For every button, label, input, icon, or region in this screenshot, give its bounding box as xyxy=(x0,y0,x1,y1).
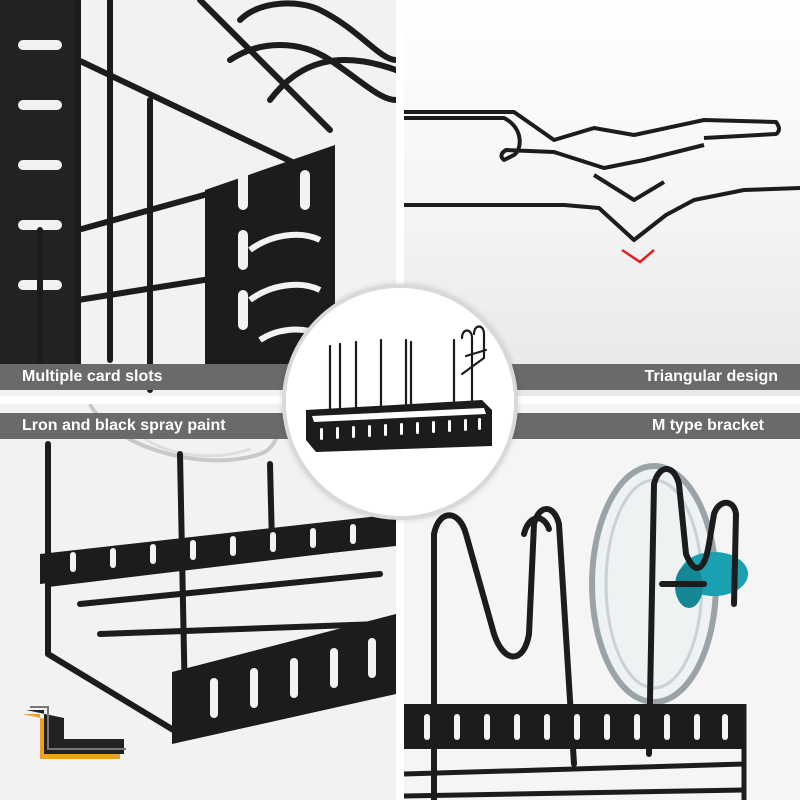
angle-marker xyxy=(621,248,655,264)
product-overview-circle xyxy=(282,284,518,520)
paint-layer-icon xyxy=(22,706,126,759)
rack-frame-closeup xyxy=(0,404,396,800)
card-slots-photo xyxy=(0,0,396,396)
material-photo xyxy=(0,404,396,800)
rack-slot-closeup xyxy=(0,0,396,396)
triangular-design-photo xyxy=(404,0,800,396)
full-rack-illustration xyxy=(286,288,514,516)
